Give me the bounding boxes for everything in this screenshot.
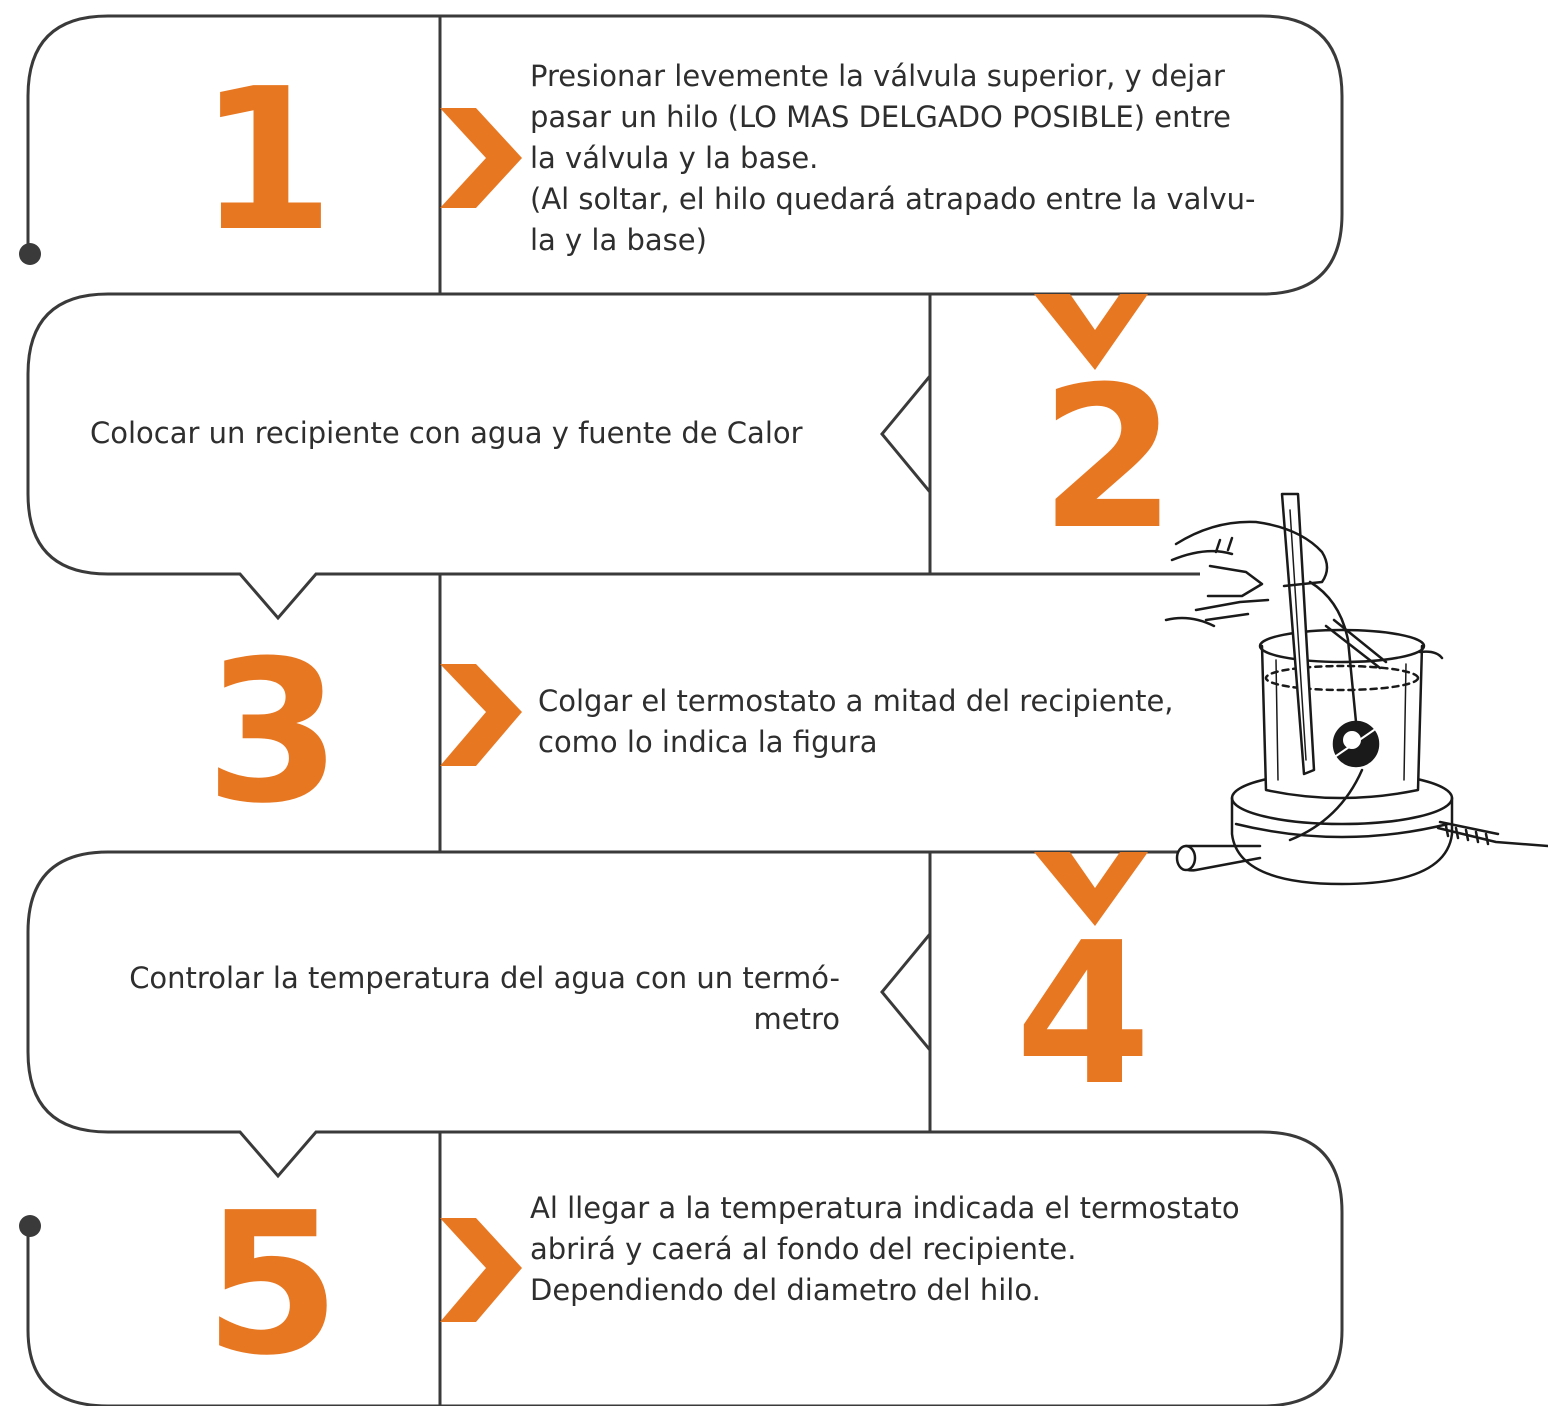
step-3-number: 3 — [205, 619, 341, 847]
step-2-card — [26, 292, 932, 621]
step-1-number: 1 — [198, 47, 334, 275]
step-5-number: 5 — [204, 1171, 340, 1399]
step-5-end-dot — [19, 1215, 41, 1237]
step-1-text: Presionar levemente la válvula superior,… — [530, 59, 1256, 257]
step-1-card — [19, 14, 1344, 296]
step-2-left-frame — [26, 292, 932, 621]
step-1-right-frame — [438, 14, 1344, 296]
step-2-number: 2 — [1040, 345, 1176, 573]
step-2-down-arrow-icon — [1034, 294, 1148, 370]
step-5-right-frame — [440, 1130, 1344, 1406]
step-5-arrow-icon — [440, 1218, 522, 1322]
step-4-down-arrow-icon — [1034, 852, 1148, 926]
step-5-text: Al llegar a la temperatura indicada el t… — [530, 1191, 1240, 1307]
step-1-start-dot — [19, 243, 41, 265]
step-4-text: Controlar la temperatura del agua con un… — [129, 961, 840, 1036]
beaker-on-hotplate-with-thermometer-icon — [1164, 492, 1548, 886]
step-4-number: 4 — [1015, 901, 1151, 1129]
step-1-arrow-icon — [440, 108, 522, 208]
step-3-text: Colgar el termostato a mitad del recipie… — [538, 684, 1174, 759]
step-4-card — [26, 850, 932, 1179]
step-3-arrow-icon — [440, 664, 522, 766]
step-2-text: Colocar un recipiente con agua y fuente … — [90, 416, 803, 450]
step-4-left-frame — [26, 850, 932, 1179]
step-1-left-frame — [26, 14, 440, 245]
